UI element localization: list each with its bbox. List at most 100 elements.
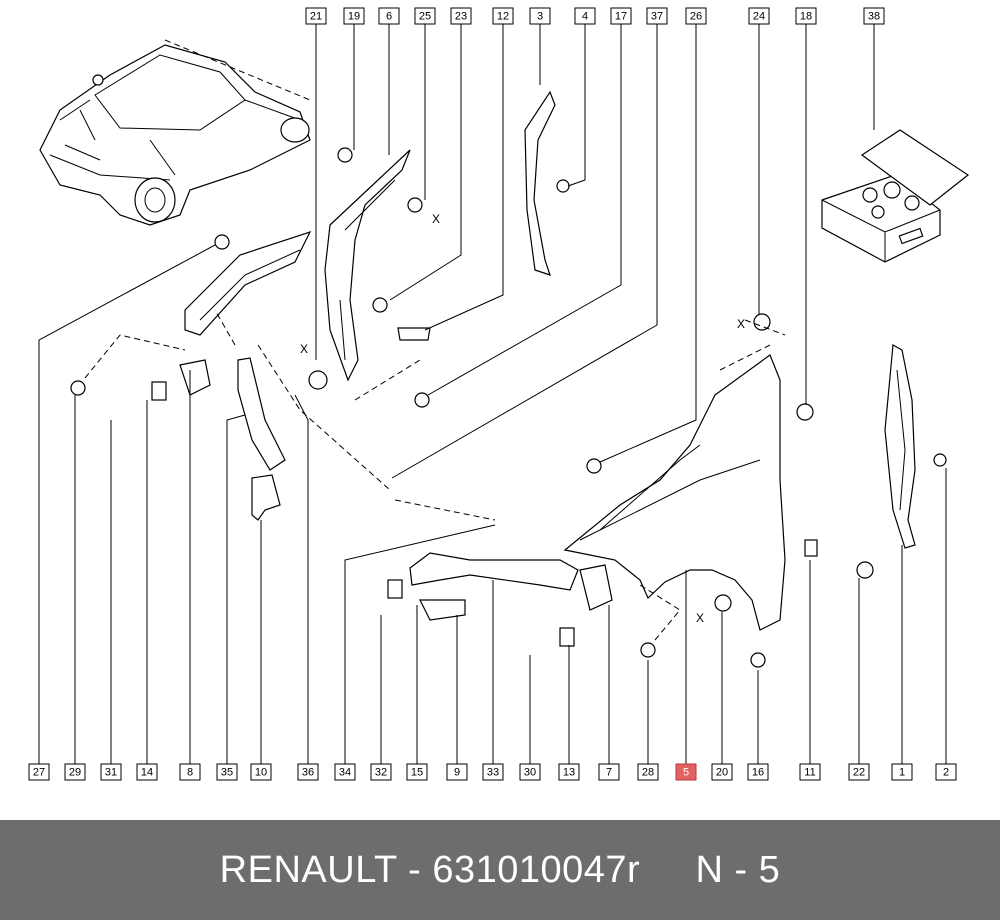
callout-number: 6 <box>386 11 392 23</box>
callout-number: 22 <box>853 767 865 779</box>
callout-number: 11 <box>804 767 815 779</box>
callout-19: 19 <box>343 7 365 25</box>
footer-caption: RENAULT - 631010047r N - 5 <box>220 849 781 892</box>
callout-number: 26 <box>690 11 702 23</box>
car-illustration <box>39 39 311 226</box>
callout-37: 37 <box>646 7 668 25</box>
callout-6: 6 <box>378 7 400 25</box>
front-vertical-bracket <box>524 90 556 276</box>
callout-number: 35 <box>221 767 233 779</box>
brand-name: RENAULT <box>219 848 398 891</box>
callout-number: 29 <box>69 767 81 779</box>
part-number: 631010047r <box>432 848 641 891</box>
callout-14: 14 <box>136 763 158 781</box>
callout-21: 21 <box>305 7 327 25</box>
support-bracket-35 <box>237 357 286 471</box>
callout-number: 20 <box>716 767 728 779</box>
cross-markers: X X X X <box>300 212 745 625</box>
separator: - <box>397 848 433 891</box>
callout-number: 7 <box>606 767 612 779</box>
callout-1: 1 <box>891 763 913 781</box>
cross-member <box>409 552 579 591</box>
callout-26: 26 <box>685 7 707 25</box>
callout-number: 14 <box>141 767 153 779</box>
callout-number: 38 <box>868 11 880 23</box>
callout-10: 10 <box>250 763 272 781</box>
fastener-kit-box <box>821 129 970 263</box>
reference-label: N - 5 <box>695 848 781 891</box>
callout-25: 25 <box>414 7 436 25</box>
assembly-dash-lines <box>84 309 786 641</box>
callout-number: 8 <box>187 767 193 779</box>
callout-15: 15 <box>406 763 428 781</box>
callout-number: 13 <box>563 767 575 779</box>
callout-36: 36 <box>297 763 319 781</box>
callout-3: 3 <box>529 7 551 25</box>
callout-28: 28 <box>637 763 659 781</box>
callout-20: 20 <box>711 763 733 781</box>
callout-number: 21 <box>310 11 322 23</box>
callout-number: 34 <box>339 767 351 779</box>
cross-marker: X <box>696 611 704 625</box>
callout-30: 30 <box>519 763 541 781</box>
cross-marker: X <box>300 342 308 356</box>
callout-number: 23 <box>455 11 467 23</box>
callout-number: 5 <box>683 767 689 779</box>
footer-bar: RENAULT - 631010047r N - 5 <box>0 820 1000 920</box>
callout-number: 1 <box>899 767 905 779</box>
callout-5: 5 <box>675 763 697 781</box>
callout-38: 38 <box>863 7 885 25</box>
callout-number: 30 <box>524 767 536 779</box>
callout-18: 18 <box>795 7 817 25</box>
callout-number: 10 <box>255 767 267 779</box>
callout-17: 17 <box>610 7 632 25</box>
callout-number: 9 <box>454 767 460 779</box>
support-bracket-10 <box>251 474 281 521</box>
callout-4: 4 <box>574 7 596 25</box>
callout-number: 4 <box>582 11 588 23</box>
callout-number: 31 <box>105 767 117 779</box>
callout-number: 37 <box>651 11 663 23</box>
callout-number: 27 <box>33 767 45 779</box>
callout-number: 16 <box>752 767 764 779</box>
callouts-top-row: 21 19 6 25 23 12 3 4 17 37 26 24 18 38 <box>305 7 885 25</box>
callout-35: 35 <box>216 763 238 781</box>
upper-rail-bracket <box>184 230 312 336</box>
callout-number: 18 <box>800 11 812 23</box>
callout-32: 32 <box>370 763 392 781</box>
callout-34: 34 <box>334 763 356 781</box>
callout-number: 36 <box>302 767 314 779</box>
callout-number: 2 <box>943 767 949 779</box>
callout-number: 32 <box>375 767 387 779</box>
callout-number: 25 <box>419 11 431 23</box>
callout-number: 3 <box>537 11 543 23</box>
callout-8: 8 <box>179 763 201 781</box>
callout-33: 33 <box>482 763 504 781</box>
cross-marker: X <box>737 317 745 331</box>
callout-22: 22 <box>848 763 870 781</box>
callout-number: 12 <box>497 11 509 23</box>
callout-number: 19 <box>348 11 360 23</box>
callout-29: 29 <box>64 763 86 781</box>
callout-9: 9 <box>446 763 468 781</box>
callout-31: 31 <box>100 763 122 781</box>
front-wing-panel <box>563 354 786 631</box>
callout-27: 27 <box>28 763 50 781</box>
wheel-arch-liner <box>324 149 411 382</box>
callout-11: 11 <box>799 763 821 781</box>
callout-16: 16 <box>747 763 769 781</box>
callout-12: 12 <box>492 7 514 25</box>
callout-24: 24 <box>748 7 770 25</box>
callout-number: 33 <box>487 767 499 779</box>
callout-number: 17 <box>615 11 627 23</box>
callout-13: 13 <box>558 763 580 781</box>
callout-7: 7 <box>598 763 620 781</box>
leader-lines <box>38 24 947 765</box>
callout-23: 23 <box>450 7 472 25</box>
callout-number: 15 <box>411 767 423 779</box>
wing-side-seal <box>884 344 916 549</box>
small-fasteners <box>70 147 947 668</box>
